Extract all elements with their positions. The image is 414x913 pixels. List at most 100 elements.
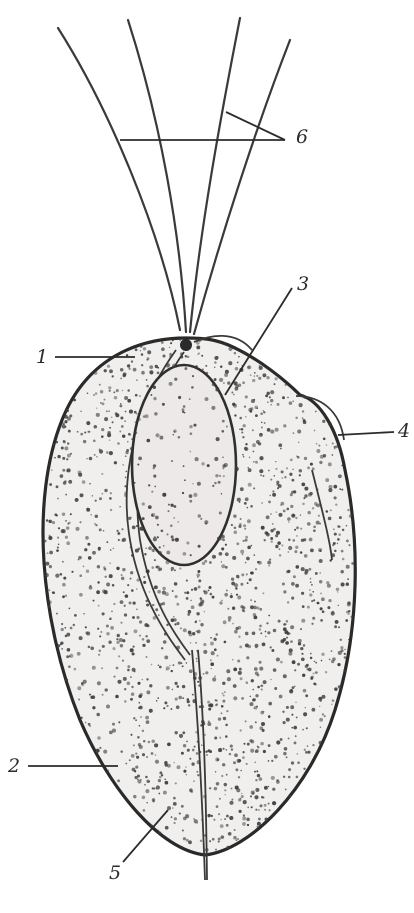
stipple-dot xyxy=(310,653,312,655)
stipple-dot xyxy=(297,663,300,666)
stipple-dot xyxy=(255,721,257,723)
stipple-dot xyxy=(122,568,126,572)
stipple-dot xyxy=(197,630,200,633)
stipple-dot xyxy=(240,797,242,799)
stipple-dot xyxy=(268,500,271,503)
stipple-dot xyxy=(209,840,211,842)
stipple-dot xyxy=(310,657,313,660)
stipple-dot xyxy=(301,653,303,655)
stipple-dot xyxy=(113,603,115,605)
stipple-dot xyxy=(208,708,211,711)
stipple-dot xyxy=(100,390,103,393)
stipple-dot xyxy=(261,502,263,504)
stipple-dot xyxy=(309,589,311,591)
stipple-dot xyxy=(324,715,326,717)
stipple-dot xyxy=(174,569,176,571)
stipple-dot xyxy=(131,554,134,557)
stipple-dot xyxy=(194,587,198,591)
stipple-dot xyxy=(243,800,247,804)
stipple-dot xyxy=(294,669,296,671)
stipple-dot xyxy=(319,461,322,464)
stipple-dot xyxy=(334,448,336,450)
stipple-dot xyxy=(102,589,106,593)
stipple-dot xyxy=(262,643,266,647)
stipple-dot xyxy=(131,686,133,688)
stipple-dot xyxy=(194,746,196,748)
stipple-dot xyxy=(245,395,248,398)
stipple-dot xyxy=(280,448,282,450)
stipple-dot xyxy=(307,606,310,609)
stipple-dot xyxy=(268,615,270,617)
stipple-dot xyxy=(197,573,201,577)
stipple-dot xyxy=(61,623,63,625)
stipple-dot xyxy=(346,539,349,542)
stipple-dot xyxy=(95,524,97,526)
stipple-dot xyxy=(125,451,128,454)
stipple-dot xyxy=(136,588,138,590)
stipple-dot xyxy=(162,354,165,357)
stipple-dot xyxy=(163,640,167,644)
stipple-dot xyxy=(328,422,332,426)
stipple-dot xyxy=(162,403,165,406)
stipple-dot xyxy=(200,518,202,520)
stipple-dot xyxy=(272,490,274,492)
stipple-dot xyxy=(250,599,252,601)
stipple-dot xyxy=(155,760,159,764)
stipple-dot xyxy=(296,716,298,718)
stipple-dot xyxy=(140,779,142,781)
stipple-dot xyxy=(75,498,79,502)
stipple-dot xyxy=(125,763,127,765)
stipple-dot xyxy=(236,840,237,841)
stipple-dot xyxy=(122,660,124,662)
stipple-dot xyxy=(202,562,205,565)
stipple-dot xyxy=(303,419,306,422)
stipple-dot xyxy=(65,494,67,496)
stipple-dot xyxy=(233,836,237,840)
stipple-dot xyxy=(121,574,123,576)
stipple-dot xyxy=(338,651,342,655)
stipple-dot xyxy=(342,529,345,532)
stipple-dot xyxy=(112,584,115,587)
stipple-dot xyxy=(164,632,167,635)
stipple-dot xyxy=(256,770,258,772)
stipple-dot xyxy=(101,473,103,475)
stipple-dot xyxy=(84,548,87,551)
stipple-dot xyxy=(142,730,144,732)
stipple-dot xyxy=(259,456,263,460)
stipple-dot xyxy=(278,620,281,623)
stipple-dot xyxy=(142,644,145,647)
stipple-dot xyxy=(100,631,102,633)
stipple-dot xyxy=(344,653,346,655)
stipple-dot xyxy=(289,401,293,405)
stipple-dot xyxy=(151,752,154,755)
stipple-dot xyxy=(242,454,244,456)
stipple-dot xyxy=(277,541,281,545)
stipple-dot xyxy=(297,456,300,459)
stipple-dot xyxy=(199,620,201,622)
stipple-dot xyxy=(258,818,261,821)
stipple-dot xyxy=(198,579,201,582)
stipple-dot xyxy=(319,700,321,702)
stipple-dot xyxy=(104,576,106,578)
stipple-dot xyxy=(197,774,199,776)
stipple-dot xyxy=(104,399,106,401)
stipple-dot xyxy=(244,447,248,451)
stipple-dot xyxy=(109,369,113,373)
stipple-dot xyxy=(97,581,99,583)
stipple-dot xyxy=(264,786,268,790)
stipple-dot xyxy=(260,412,263,415)
stipple-dot xyxy=(236,575,239,578)
stipple-dot xyxy=(141,364,143,366)
stipple-dot xyxy=(158,793,160,795)
stipple-dot xyxy=(218,748,222,752)
stipple-dot xyxy=(216,437,220,441)
stipple-dot xyxy=(146,604,149,607)
flagellum-1 xyxy=(58,28,180,330)
stipple-dot xyxy=(279,554,282,557)
stipple-dot xyxy=(282,639,284,641)
stipple-dot xyxy=(347,509,350,512)
stipple-dot xyxy=(275,428,279,432)
stipple-dot xyxy=(285,641,289,645)
stipple-dot xyxy=(86,508,90,512)
stipple-dot xyxy=(127,389,130,392)
